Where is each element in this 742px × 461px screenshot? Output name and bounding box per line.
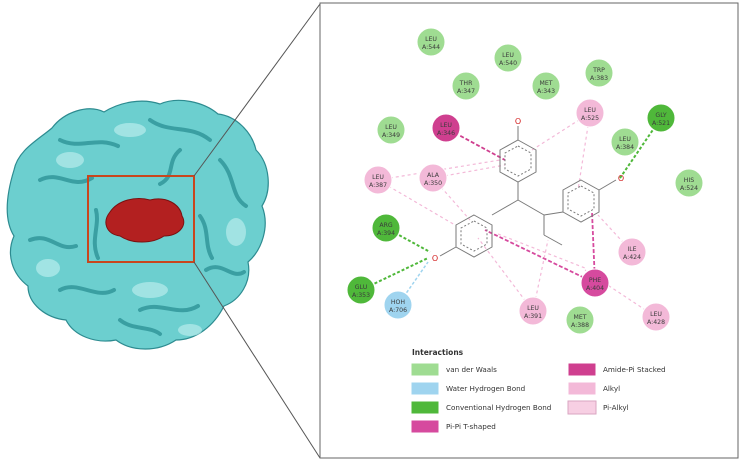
- hydroxyl-atoms: O O O: [432, 117, 624, 263]
- legend-item-conventional-hydrogen-bond: Conventional Hydrogen Bond: [410, 400, 551, 415]
- residue-leu349: LEU A:349: [376, 115, 406, 145]
- svg-text:A:404: A:404: [586, 285, 604, 292]
- residue-leu428: LEU A:428: [641, 302, 671, 332]
- svg-text:MET: MET: [539, 80, 552, 87]
- svg-text:A:706: A:706: [389, 307, 407, 314]
- residue-phe404: PHE A:404: [580, 268, 610, 298]
- legend-item-alkyl: Alkyl: [567, 381, 620, 396]
- svg-text:van der Waals: van der Waals: [446, 365, 497, 374]
- svg-text:LEU: LEU: [527, 305, 539, 312]
- hydroxyl-o-right: O: [618, 174, 624, 183]
- residue-trp383: TRP A:383: [584, 58, 614, 88]
- svg-text:TRP: TRP: [592, 67, 605, 74]
- svg-text:A:383: A:383: [590, 75, 608, 82]
- svg-text:Pi-Alkyl: Pi-Alkyl: [603, 403, 629, 412]
- svg-text:MET: MET: [573, 314, 586, 321]
- ligand-structure: [439, 126, 617, 258]
- residue-met388: MET A:388: [565, 305, 595, 335]
- residue-thr347: THR A:347: [451, 71, 481, 101]
- protein-surface-highlights: [36, 123, 246, 336]
- svg-text:A:346: A:346: [437, 130, 455, 137]
- svg-text:LEU: LEU: [372, 174, 384, 181]
- svg-text:PHE: PHE: [589, 277, 601, 284]
- svg-text:A:394: A:394: [377, 230, 395, 237]
- svg-text:A:521: A:521: [652, 120, 670, 127]
- svg-text:ARG: ARG: [379, 222, 393, 229]
- residue-arg394: ARG A:394: [371, 213, 401, 243]
- residue-leu540: LEU A:540: [493, 43, 523, 73]
- svg-text:LEU: LEU: [440, 122, 452, 129]
- svg-text:GLU: GLU: [355, 284, 367, 291]
- residue-leu387: LEU A:387: [363, 165, 393, 195]
- legend-item-pi-pi-t-shaped: Pi-Pi T-shaped: [410, 419, 496, 434]
- residue-leu384: LEU A:384: [610, 127, 640, 157]
- residue-leu346: LEU A:346: [431, 113, 461, 143]
- legend-title: Interactions: [412, 348, 464, 357]
- interactions-legend: Interactions van der Waals Water Hydroge…: [410, 348, 666, 434]
- residue-glu353: GLU A:353: [346, 275, 376, 305]
- residue-his524: HIS A:524: [674, 168, 704, 198]
- legend-item-water-hydrogen-bond: Water Hydrogen Bond: [410, 381, 525, 396]
- svg-text:Conventional Hydrogen Bond: Conventional Hydrogen Bond: [446, 403, 551, 412]
- svg-text:A:544: A:544: [422, 44, 440, 51]
- svg-text:Pi-Pi T-shaped: Pi-Pi T-shaped: [446, 422, 496, 431]
- svg-text:ILE: ILE: [627, 246, 636, 253]
- svg-text:A:428: A:428: [647, 319, 665, 326]
- svg-text:A:387: A:387: [369, 182, 387, 189]
- residue-ala350: ALA A:350: [418, 163, 448, 193]
- svg-text:A:350: A:350: [424, 180, 442, 187]
- svg-text:LEU: LEU: [425, 36, 437, 43]
- svg-text:A:424: A:424: [623, 254, 641, 261]
- svg-text:Amide-Pi Stacked: Amide-Pi Stacked: [603, 365, 666, 374]
- ligand-blob: [105, 198, 185, 243]
- svg-text:LEU: LEU: [502, 52, 514, 59]
- svg-text:LEU: LEU: [385, 124, 397, 131]
- svg-text:A:384: A:384: [616, 144, 634, 151]
- svg-text:THR: THR: [459, 80, 473, 87]
- svg-text:LEU: LEU: [584, 107, 596, 114]
- ligand-ring-left: [455, 214, 493, 258]
- svg-text:A:524: A:524: [680, 185, 698, 192]
- svg-text:HIS: HIS: [684, 177, 694, 184]
- residue-gly521: GLY A:521: [646, 103, 676, 133]
- hydroxyl-o-top: O: [515, 117, 521, 126]
- svg-text:A:347: A:347: [457, 88, 475, 95]
- svg-text:A:391: A:391: [524, 313, 542, 320]
- svg-text:A:540: A:540: [499, 60, 517, 67]
- svg-text:A:525: A:525: [581, 115, 599, 122]
- legend-item-van-der-waals: van der Waals: [410, 362, 497, 377]
- residue-met343: MET A:343: [531, 71, 561, 101]
- svg-text:HOH: HOH: [391, 299, 406, 306]
- svg-text:A:353: A:353: [352, 292, 370, 299]
- residue-leu544: LEU A:544: [416, 27, 446, 57]
- residue-ile424: ILE A:424: [617, 237, 647, 267]
- svg-text:LEU: LEU: [619, 136, 631, 143]
- hydroxyl-o-left: O: [432, 254, 438, 263]
- svg-text:A:343: A:343: [537, 88, 555, 95]
- legend-item-pi-alkyl: Pi-Alkyl: [567, 400, 629, 415]
- svg-text:Alkyl: Alkyl: [603, 384, 620, 393]
- residue-discs: LEU A:544 LEU A:540 THR A:347 MET A:343 …: [346, 27, 704, 335]
- residue-leu391: LEU A:391: [518, 296, 548, 326]
- zoom-lines: [193, 3, 321, 459]
- binding-site-box: [87, 175, 195, 263]
- svg-text:GLY: GLY: [655, 112, 666, 119]
- residue-leu525: LEU A:525: [575, 98, 605, 128]
- svg-text:LEU: LEU: [650, 311, 662, 318]
- residue-hoh706: HOH A:706: [383, 290, 413, 320]
- protein-surface-crevices: [28, 118, 248, 336]
- protein-surface-view: [6, 99, 269, 350]
- legend-item-amide-pi-stacked: Amide-Pi Stacked: [567, 362, 666, 377]
- svg-text:ALA: ALA: [427, 172, 440, 179]
- svg-text:A:349: A:349: [382, 132, 400, 139]
- svg-text:Water Hydrogen Bond: Water Hydrogen Bond: [446, 384, 525, 393]
- svg-text:A:388: A:388: [571, 322, 589, 329]
